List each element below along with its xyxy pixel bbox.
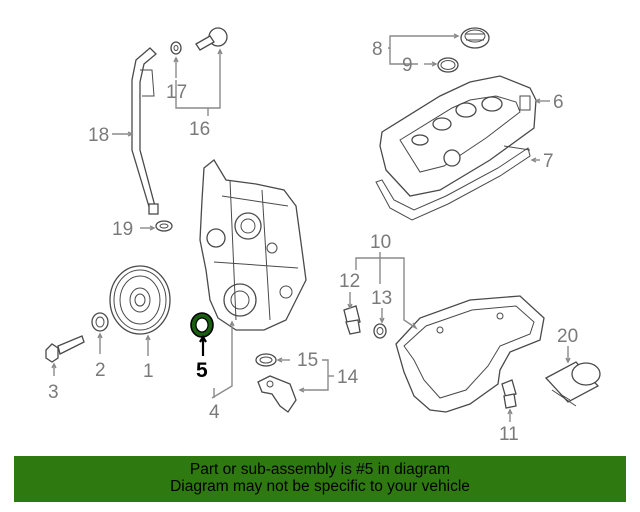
- part-label-5[interactable]: 5: [196, 359, 208, 382]
- part-label-11[interactable]: 11: [499, 424, 519, 445]
- oil-strainer-part[interactable]: [257, 375, 297, 413]
- part-label-14[interactable]: 14: [337, 367, 359, 388]
- part-label-12[interactable]: 12: [339, 271, 360, 292]
- crank-bolt-part[interactable]: [45, 335, 85, 363]
- part-label-16[interactable]: 16: [189, 119, 210, 140]
- leader-lines: [51, 33, 571, 422]
- part-label-17[interactable]: 17: [166, 82, 187, 103]
- part-label-4[interactable]: 4: [209, 402, 220, 423]
- crankshaft-pulley-part[interactable]: [109, 265, 171, 335]
- oil-pump-gasket-part[interactable]: [255, 353, 277, 367]
- dipstick-handle-part[interactable]: [195, 27, 228, 51]
- part-number-labels: 1 2 3 4 5 6 7 8 9 10 11 12 13 14 15 16 1…: [48, 39, 578, 445]
- front-crank-seal-part[interactable]: [190, 312, 214, 338]
- engine-parts-diagram: 1 2 3 4 5 6 7 8 9 10 11 12 13 14 15 16 1…: [45, 27, 601, 445]
- part-label-9[interactable]: 9: [402, 55, 413, 76]
- drain-plug-part[interactable]: [501, 379, 517, 409]
- part-label-6[interactable]: 6: [553, 92, 564, 113]
- dipstick-tube-part[interactable]: [131, 47, 159, 215]
- dipstick-o-ring-part[interactable]: [170, 41, 182, 55]
- banner-line-disclaimer: Diagram may not be specific to your vehi…: [170, 478, 470, 495]
- part-label-3[interactable]: 3: [48, 382, 59, 403]
- part-label-19[interactable]: 19: [112, 219, 133, 240]
- oil-filter-part[interactable]: [544, 361, 601, 407]
- oil-pressure-sensor-part[interactable]: [343, 305, 361, 335]
- part-label-2[interactable]: 2: [95, 360, 106, 381]
- part-label-20[interactable]: 20: [557, 326, 578, 347]
- part-label-13[interactable]: 13: [371, 288, 392, 309]
- valve-cover-part[interactable]: [379, 75, 537, 197]
- part-label-10[interactable]: 10: [370, 232, 391, 253]
- part-label-18[interactable]: 18: [88, 125, 109, 146]
- timing-cover-part[interactable]: [199, 159, 307, 331]
- sensor-seal-part[interactable]: [373, 323, 387, 339]
- tube-o-ring-part[interactable]: [155, 220, 173, 232]
- part-label-1[interactable]: 1: [143, 361, 154, 382]
- oil-filler-cap-part[interactable]: [460, 27, 490, 49]
- part-label-7[interactable]: 7: [543, 151, 554, 172]
- part-info-banner: Part or sub-assembly is #5 in diagram Di…: [14, 456, 626, 502]
- oil-pan-part[interactable]: [395, 295, 545, 413]
- part-label-8[interactable]: 8: [372, 39, 383, 60]
- part-label-15[interactable]: 15: [297, 350, 318, 371]
- filler-cap-gasket-part[interactable]: [437, 57, 459, 73]
- banner-line-part-number: Part or sub-assembly is #5 in diagram: [189, 461, 451, 478]
- valve-cover-gasket-part[interactable]: [375, 145, 531, 221]
- washer-part[interactable]: [91, 312, 109, 332]
